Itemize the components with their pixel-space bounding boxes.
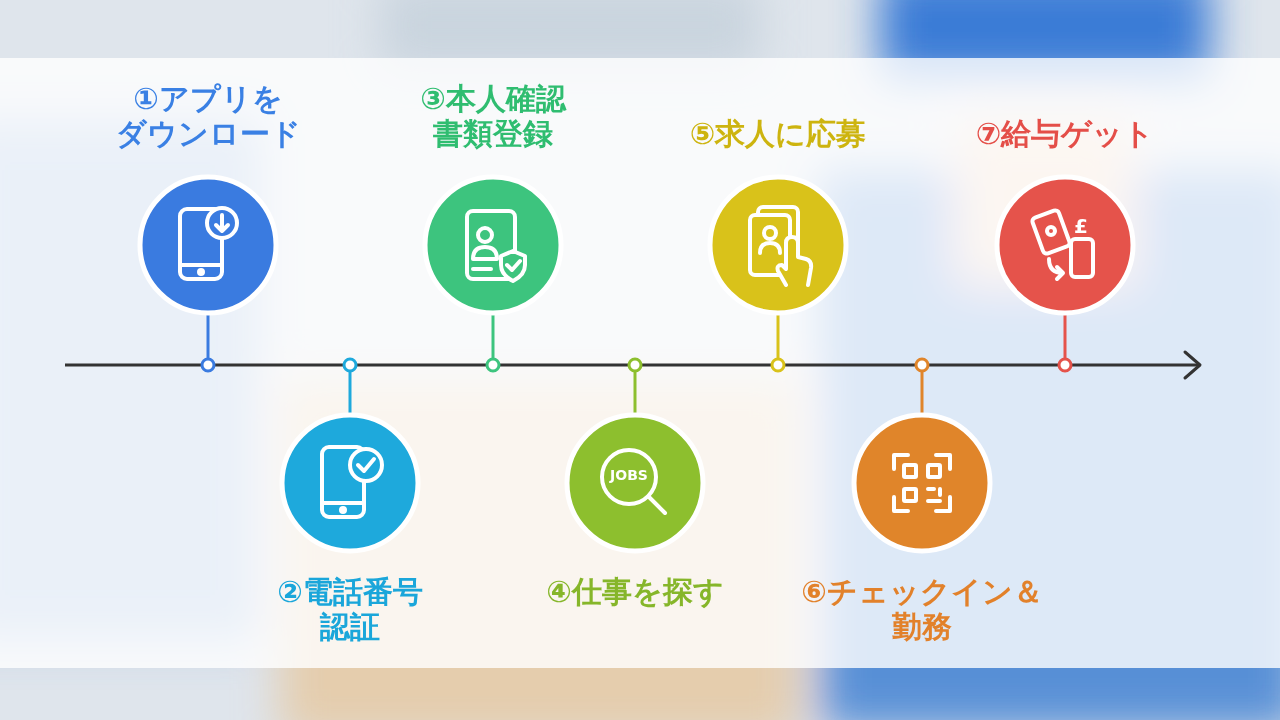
step-circle-shape — [282, 415, 418, 551]
step-node: ③本人確認 書類登録 — [421, 173, 565, 317]
icon-label: JOBS — [610, 467, 648, 483]
step-icon — [894, 455, 950, 511]
timeline-dot — [487, 359, 499, 371]
timeline-dot — [1059, 359, 1071, 371]
step-circle — [421, 173, 565, 317]
step-node: ①アプリを ダウンロード — [136, 173, 280, 317]
stem — [634, 371, 637, 415]
step-icon — [467, 211, 525, 281]
step-circle-shape — [567, 415, 703, 551]
stem — [1064, 313, 1067, 359]
step-circle — [278, 411, 422, 555]
step-label: ⑦給与ゲット — [935, 117, 1195, 152]
step-label: ③本人確認 書類登録 — [393, 82, 593, 151]
exchange-arrow-icon — [1049, 259, 1063, 279]
step-circle — [850, 411, 994, 555]
stem — [349, 371, 352, 415]
timeline-dot — [629, 359, 641, 371]
icon-label: £ — [1074, 214, 1088, 238]
step-circle — [993, 173, 1137, 317]
step-circle-shape — [140, 177, 276, 313]
step-circle-shape — [710, 177, 846, 313]
check-icon — [350, 449, 382, 481]
shield-icon — [501, 251, 525, 281]
step-label: ①アプリを ダウンロード — [93, 82, 323, 151]
magnifier-icon — [649, 497, 665, 513]
id-card-icon — [473, 247, 497, 259]
step-circle — [563, 411, 707, 555]
step-node: ⑤求人に応募 — [706, 173, 850, 317]
download-icon — [207, 208, 237, 238]
white-band — [0, 58, 1280, 668]
step-circle-shape — [854, 415, 990, 551]
phone-icon — [180, 263, 222, 267]
step-circle — [136, 173, 280, 317]
hand-icon — [778, 237, 812, 285]
timeline-dot — [344, 359, 356, 371]
timeline-dot — [772, 359, 784, 371]
resume-icon — [760, 243, 780, 253]
download-icon — [216, 215, 228, 231]
qr-icon — [928, 489, 940, 501]
qr-icon — [904, 465, 916, 477]
timeline-arrowhead — [1185, 352, 1200, 378]
stem — [492, 313, 495, 359]
step-node: ⑦給与ゲット — [993, 173, 1137, 317]
step-label: ⑤求人に応募 — [648, 117, 908, 152]
step-node: ④仕事を探す — [563, 411, 707, 555]
step-node: ②電話番号 認証 — [278, 411, 422, 555]
card-icon — [1047, 227, 1055, 235]
stem — [921, 371, 924, 415]
step-icon — [602, 450, 665, 513]
step-label: ②電話番号 認証 — [250, 575, 450, 644]
phone-icon — [341, 508, 345, 512]
step-circle-shape — [425, 177, 561, 313]
step-circle — [706, 173, 850, 317]
stem — [777, 313, 780, 359]
step-icon — [180, 208, 237, 279]
qr-icon — [904, 489, 916, 501]
phone-icon — [1071, 239, 1093, 277]
qr-icon — [894, 455, 950, 511]
card-icon — [1031, 209, 1070, 254]
step-label: ④仕事を探す — [505, 575, 765, 610]
step-label: ⑥チェックイン＆ 勤務 — [787, 575, 1057, 644]
timeline-dot — [202, 359, 214, 371]
resume-icon — [764, 227, 776, 239]
shield-icon — [507, 261, 520, 270]
stem — [207, 313, 210, 359]
id-card-icon — [473, 267, 491, 271]
phone-icon — [322, 501, 364, 505]
id-card-icon — [478, 228, 492, 242]
step-node: ⑥チェックイン＆ 勤務 — [850, 411, 994, 555]
step-circle-shape — [997, 177, 1133, 313]
timeline-dot — [916, 359, 928, 371]
check-icon — [358, 459, 374, 471]
step-icon — [750, 207, 811, 285]
qr-icon — [928, 465, 940, 477]
step-icon — [1031, 209, 1093, 279]
step-icon — [322, 447, 382, 517]
phone-icon — [199, 270, 203, 274]
